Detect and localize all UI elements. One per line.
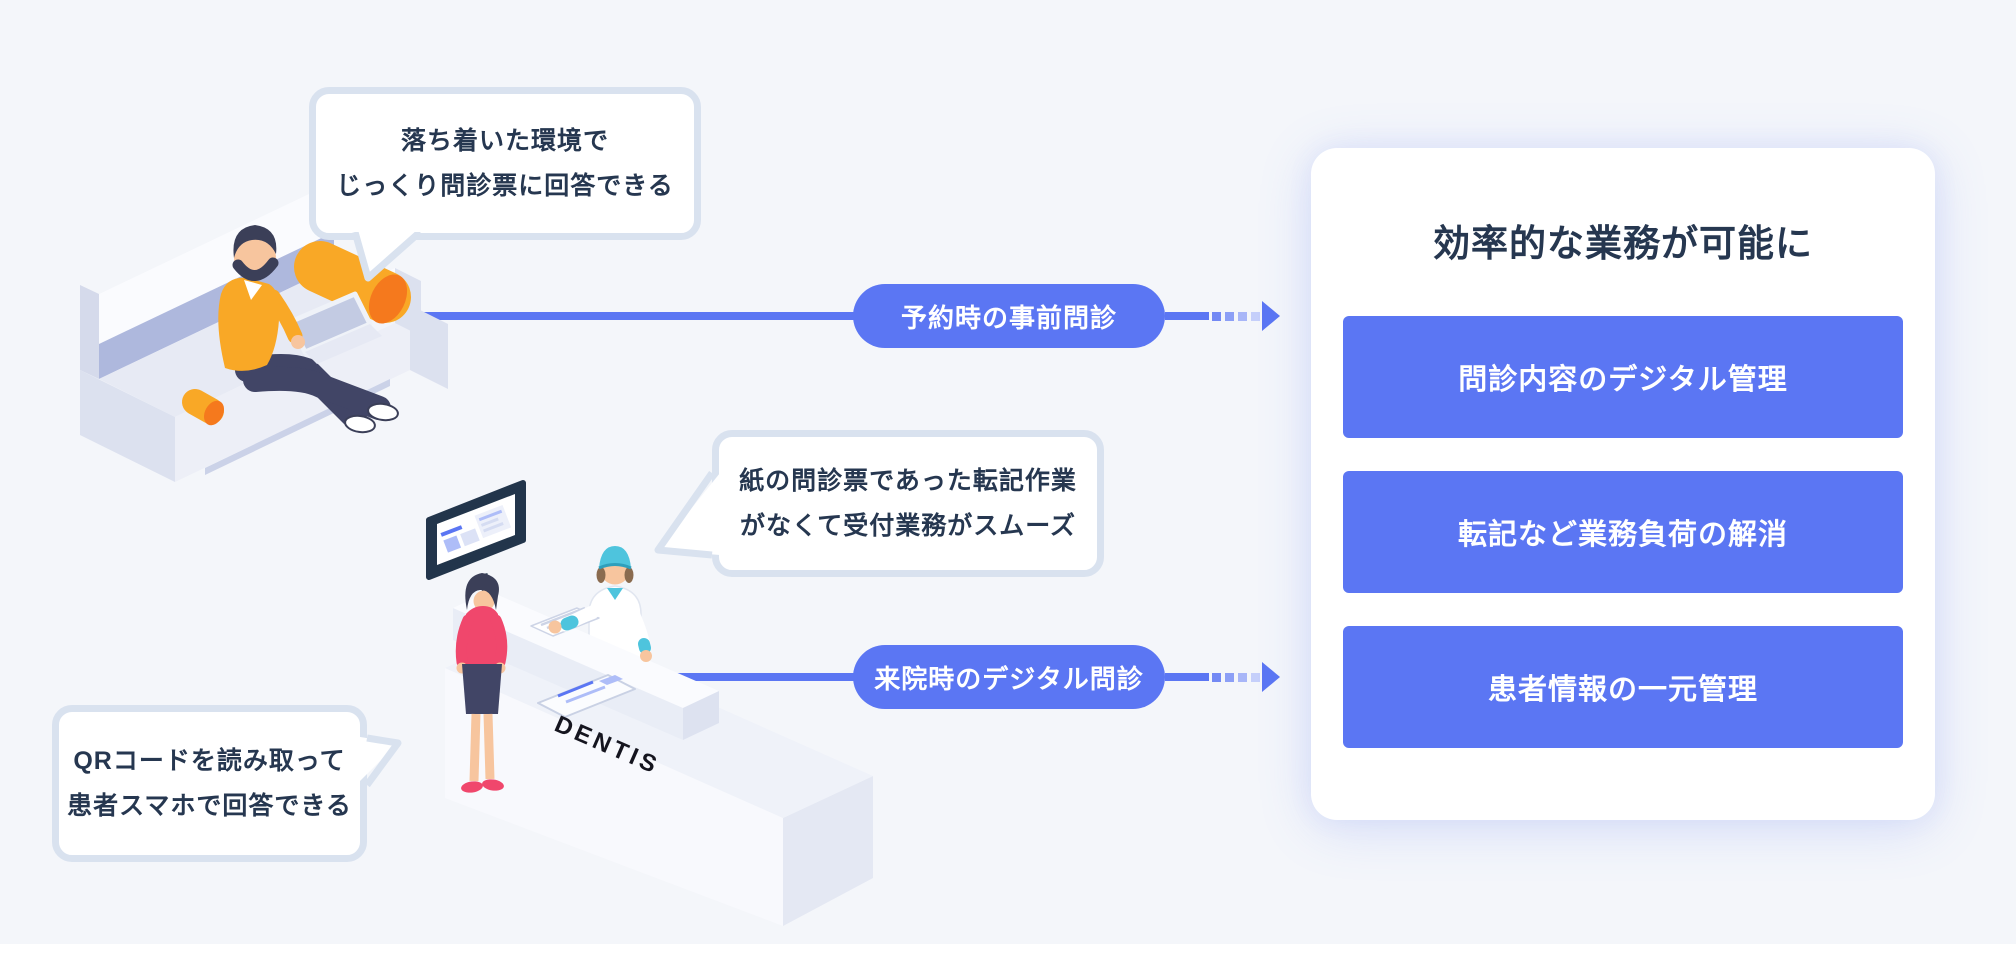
result-item-label: 患者情報の一元管理	[1487, 674, 1758, 706]
flow2-pill: 来院時のデジタル問診	[853, 645, 1165, 709]
result-item-label: 問診内容のデジタル管理	[1458, 364, 1788, 396]
flow2-label: 来院時のデジタル問診	[874, 663, 1144, 694]
flow2-arrow-dash	[1238, 673, 1247, 682]
flow2-arrow-segment	[1165, 673, 1209, 681]
flow1-arrow-dash	[1251, 312, 1260, 321]
flow2-arrow-dash	[1225, 673, 1234, 682]
flow2-line	[600, 673, 855, 681]
bubble-line: がなくて受付業務がスムーズ	[739, 511, 1076, 540]
flow2-arrow-dash	[1212, 673, 1221, 682]
monitor	[426, 480, 526, 613]
result-item-unified-patient-info: 患者情報の一元管理	[1343, 626, 1903, 748]
speech-bubble-no-transcription: 紙の問診票であった転記作業 がなくて受付業務がスムーズ	[712, 430, 1104, 577]
bubble-line: 患者スマホで回答できる	[67, 791, 352, 820]
bottom-white-strip	[0, 944, 2016, 960]
bubble-line: 落ち着いた環境で	[400, 126, 609, 155]
couch-scene-illustration	[80, 182, 448, 482]
flow1-arrow-dash	[1212, 312, 1221, 321]
tablet	[537, 674, 636, 718]
result-card: 効率的な業務が可能に 問診内容のデジタル管理 転記など業務負荷の解消 患者情報の…	[1311, 148, 1935, 820]
flow1-arrow-dash	[1238, 312, 1247, 321]
bubble-line: 紙の問診票であった転記作業	[739, 466, 1077, 495]
result-card-items: 問診内容のデジタル管理 転記など業務負荷の解消 患者情報の一元管理	[1343, 316, 1903, 748]
patient	[455, 573, 508, 793]
receptionist-arms	[548, 603, 652, 662]
flow1-arrow-segment	[1165, 312, 1209, 320]
result-item-digital-management: 問診内容のデジタル管理	[1343, 316, 1903, 438]
bubble-line: QRコードを読み取って	[73, 746, 346, 775]
bubble-line: じっくり問診票に回答できる	[336, 171, 674, 200]
speech-bubble-tail	[354, 734, 402, 788]
orange-bolster-pillows	[182, 241, 411, 426]
speech-bubble-relaxed-answer: 落ち着いた環境で じっくり問診票に回答できる	[309, 87, 701, 240]
flow2-arrow-dash	[1251, 673, 1260, 682]
speech-bubble-qr-smartphone: QRコードを読み取って 患者スマホで回答できる	[52, 705, 367, 862]
speech-bubble-tail	[351, 232, 423, 282]
speech-bubble-tail	[654, 470, 720, 559]
result-item-workload-relief: 転記など業務負荷の解消	[1343, 471, 1903, 593]
flow1-arrowhead-icon	[1262, 301, 1280, 331]
flow1-arrow-dash	[1225, 312, 1234, 321]
flow2-arrowhead-icon	[1262, 662, 1280, 692]
result-card-title: 効率的な業務が可能に	[1433, 223, 1813, 264]
flow1-label: 予約時の事前問診	[900, 302, 1117, 333]
reception-desk	[445, 591, 873, 926]
reception-scene-illustration: DENTIS	[426, 480, 873, 926]
seated-person	[218, 225, 399, 434]
result-item-label: 転記など業務負荷の解消	[1457, 519, 1788, 551]
flow1-line	[400, 312, 855, 320]
flow1-pill: 予約時の事前問診	[853, 284, 1165, 348]
